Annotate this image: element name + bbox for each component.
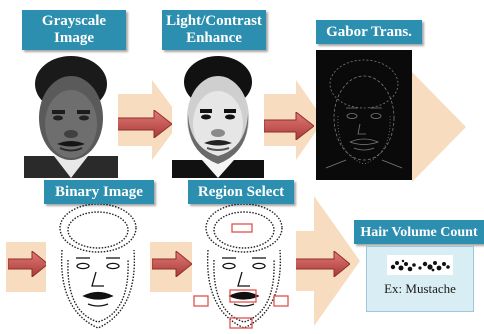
step-label-light-contrast: Light/Contrast Enhance xyxy=(162,10,266,50)
step-label-line1: Binary Image xyxy=(55,184,143,201)
step-label-gabor-trans: Gabor Trans. xyxy=(316,20,422,44)
step-label-region-select: Region Select xyxy=(188,180,294,204)
red-arrow-2 xyxy=(264,112,314,140)
red-arrow-5 xyxy=(292,251,350,277)
region-select-image xyxy=(192,200,296,334)
step-label-line1: Hair Volume Count xyxy=(360,224,477,241)
grayscale-face-image xyxy=(24,52,118,178)
gabor-transform-image xyxy=(316,50,412,180)
enhanced-face-image xyxy=(172,52,264,178)
result-caption: Ex: Mustache xyxy=(367,281,473,297)
mustache-hair-patch xyxy=(387,255,453,275)
step-label-line1: Region Select xyxy=(198,184,284,201)
step-label-line2: Enhance xyxy=(186,30,242,47)
red-arrow-1 xyxy=(116,110,172,138)
step-label-line1: Grayscale xyxy=(42,13,106,30)
binary-face-image xyxy=(46,200,150,334)
step-label-grayscale-image: Grayscale Image xyxy=(22,10,126,50)
result-box: Ex: Mustache xyxy=(366,246,474,312)
red-arrow-3 xyxy=(8,251,48,277)
red-arrow-4 xyxy=(152,251,192,277)
step-label-line1: Gabor Trans. xyxy=(326,24,412,41)
flow-arrow-3 xyxy=(412,72,466,182)
step-label-hair-volume-count: Hair Volume Count xyxy=(354,220,484,244)
step-label-binary-image: Binary Image xyxy=(44,180,154,204)
step-label-line2: Image xyxy=(54,30,94,47)
step-label-line1: Light/Contrast xyxy=(166,13,262,30)
